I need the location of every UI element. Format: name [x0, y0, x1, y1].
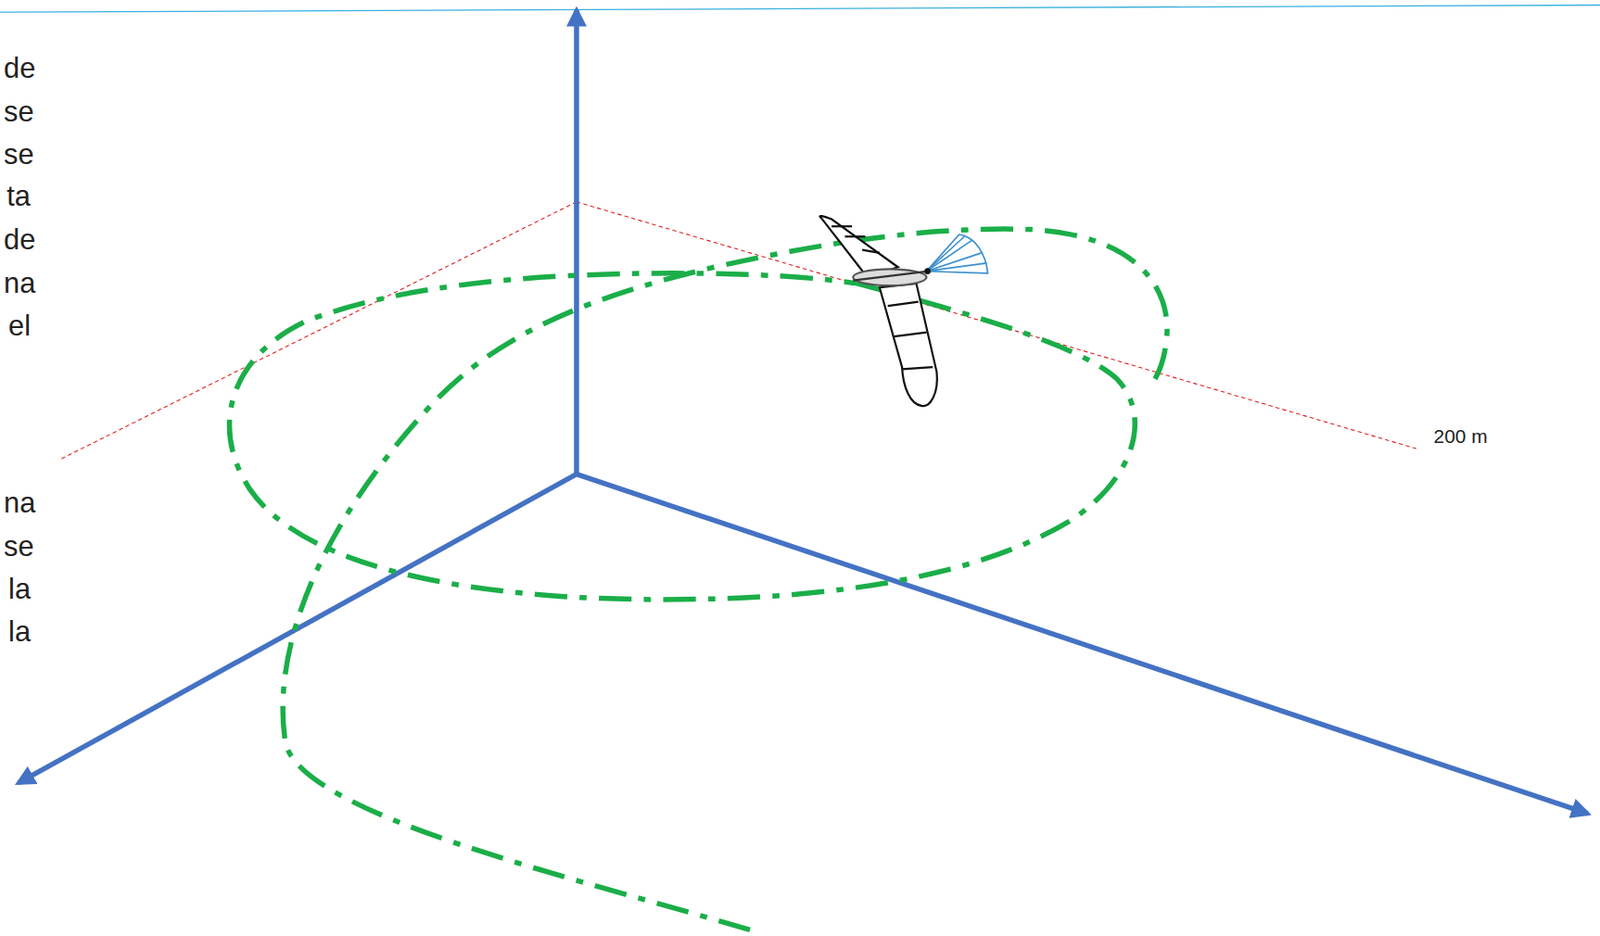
ornithopter-tail [926, 234, 988, 274]
text-fragment: la [8, 575, 31, 605]
text-fragment: la [8, 618, 31, 648]
trajectory [228, 228, 1168, 930]
tail-joint [924, 267, 931, 275]
ornithopter [819, 215, 937, 407]
text-fragment: ta [6, 182, 31, 212]
text-fragment: se [3, 98, 35, 127]
coordinate-axes [18, 10, 1588, 814]
horizon-line [0, 5, 1600, 13]
text-fragment: de [3, 54, 36, 84]
text-fragment: na [3, 489, 36, 519]
dimension-label: 200 m [1434, 427, 1488, 447]
altitude-reference [61, 202, 1417, 459]
text-fragment: se [3, 140, 35, 170]
text-fragment: el [8, 312, 31, 342]
text-fragment: de [3, 226, 36, 255]
text-fragment: na [3, 269, 36, 299]
text-fragment: se [3, 533, 35, 562]
